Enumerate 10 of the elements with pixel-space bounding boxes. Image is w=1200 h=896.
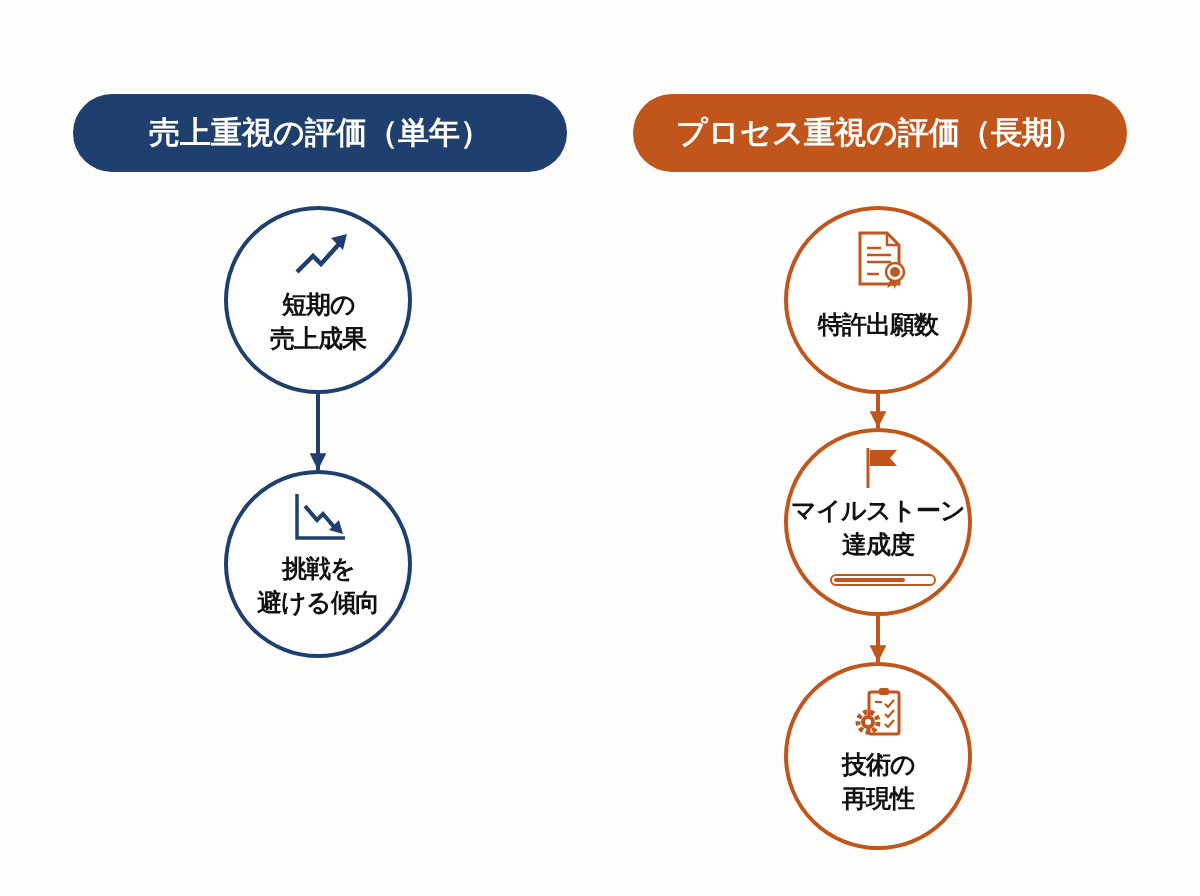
node-label: 挑戦を避ける傾向 [256, 553, 380, 619]
arrow [869, 394, 887, 428]
header-title: 売上重視の評価（単年） [149, 113, 491, 152]
node-label: 短期の売上成果 [269, 289, 368, 355]
arrow [869, 616, 887, 662]
arrow [309, 394, 327, 470]
node-label: 技術の再現性 [840, 749, 916, 815]
node-label: 特許出願数 [816, 309, 940, 341]
node-label: マイルストーン達成度 [790, 495, 966, 561]
header-title: プロセス重視の評価（長期） [676, 113, 1084, 152]
